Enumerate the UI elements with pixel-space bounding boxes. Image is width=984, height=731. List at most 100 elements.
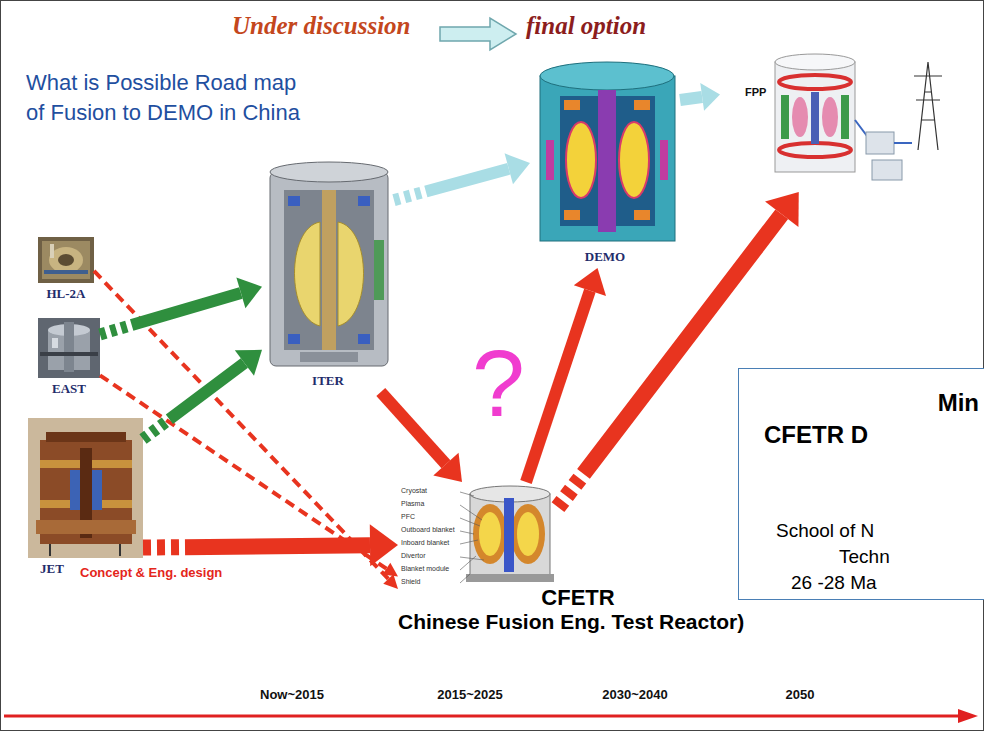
iter-cutaway — [295, 222, 321, 326]
east-photo — [40, 352, 98, 356]
cfetr-cutaway — [466, 574, 554, 582]
power-plant — [792, 97, 808, 137]
leader-line — [460, 531, 474, 534]
part-label: Plasma — [401, 500, 424, 508]
roadmap-arrow — [143, 524, 398, 566]
iter-cutaway — [338, 222, 364, 326]
cfetr-cutaway — [511, 504, 545, 564]
phase-note: Concept & Eng. design — [80, 566, 222, 581]
power-plant — [866, 132, 894, 154]
east-photo — [64, 322, 74, 372]
node-label: FPP — [745, 86, 766, 99]
info-text: School of N — [776, 520, 874, 542]
arrow-head — [370, 524, 398, 566]
leader-line — [460, 505, 482, 520]
part-label: Outboard blanket — [401, 526, 455, 534]
leader-line — [460, 492, 474, 496]
part-label: PFC — [401, 513, 415, 521]
arrow-shaft — [680, 97, 702, 100]
leader-line — [460, 518, 480, 526]
iter-cutaway — [322, 190, 336, 350]
machine-node: FPP — [720, 42, 945, 192]
jet-photo — [28, 418, 143, 558]
power-plant — [775, 54, 942, 180]
node-label: CFETR — [541, 585, 614, 610]
hl2a-photo — [38, 237, 94, 283]
banner-arrow — [440, 18, 516, 50]
jet-photo — [119, 544, 121, 556]
iter-cutaway — [270, 162, 388, 182]
banner-text: final option — [526, 12, 646, 41]
machine-node: EAST — [38, 318, 100, 400]
arrow-head — [505, 153, 530, 184]
power-plant — [872, 160, 902, 180]
iter-cutaway — [270, 172, 388, 366]
demo-cutaway — [546, 140, 554, 180]
info-text: Techn — [839, 546, 890, 568]
east-photo — [38, 318, 100, 378]
machine-node: HL-2A — [38, 237, 94, 305]
arrow-shaft — [100, 293, 241, 335]
hl2a-photo — [49, 247, 83, 273]
hl2a-photo — [38, 237, 94, 283]
machine-node: DEMO — [530, 58, 680, 268]
east-photo — [38, 318, 100, 378]
node-label: JET — [40, 562, 64, 577]
power-plant — [841, 95, 849, 139]
cfetr-cutaway — [479, 512, 501, 556]
machine-node: ITER — [262, 158, 394, 392]
iter-cutaway — [358, 334, 370, 344]
leader-line — [460, 540, 478, 544]
power-plant — [775, 62, 855, 172]
node-label: EAST — [52, 382, 86, 397]
roadmap-arrow — [394, 153, 530, 200]
info-text: CFETR D — [764, 421, 868, 449]
iter-cutaway — [300, 352, 358, 362]
demo-cutaway — [540, 76, 675, 241]
roadmap-arrow — [94, 271, 398, 589]
iter-cutaway — [284, 190, 374, 350]
iter-cutaway — [288, 196, 300, 206]
power-plant — [811, 92, 819, 144]
part-label: Blanket module — [401, 565, 449, 573]
node-label: ITER — [312, 374, 344, 389]
iter-cutaway — [288, 334, 300, 344]
machine-node: JET — [28, 418, 143, 580]
roadmap-arrow — [100, 278, 262, 335]
demo-cutaway — [598, 90, 616, 232]
timeline-arrow — [4, 709, 978, 723]
iter-cutaway — [374, 240, 384, 300]
node-label: HL-2A — [47, 287, 86, 302]
demo-cutaway — [564, 210, 580, 220]
question-mark: ? — [472, 336, 525, 431]
demo-cutaway — [566, 122, 596, 198]
demo-cutaway — [660, 140, 668, 180]
hl2a-photo — [42, 241, 90, 279]
arrow-head — [235, 350, 262, 376]
arrow-head — [382, 563, 398, 577]
info-text: 26 -28 Ma — [791, 572, 877, 594]
cfetr-cutaway — [517, 512, 539, 556]
demo-cutaway — [619, 122, 649, 198]
slide-title: What is Possible Road map of Fusion to D… — [26, 68, 318, 128]
part-label: Shield — [401, 578, 420, 586]
roadmap-arrow — [100, 375, 398, 576]
banner-arrow — [440, 18, 516, 50]
arrow-head — [236, 278, 262, 309]
power-plant — [914, 62, 942, 150]
power-plant — [822, 97, 838, 137]
timeline-label: 2030~2040 — [602, 688, 667, 703]
arrow-shaft — [526, 291, 590, 482]
timeline-arrow — [958, 709, 978, 723]
cfetr-cutaway — [470, 494, 550, 576]
jet-photo — [36, 520, 136, 534]
part-label: Inboard blanket — [401, 539, 449, 547]
part-label: Divertor — [401, 552, 426, 560]
roadmap-arrow — [381, 392, 462, 482]
roadmap-arrow — [680, 83, 720, 111]
leader-line — [460, 556, 476, 570]
jet-photo — [49, 544, 51, 556]
demo-cutaway — [634, 210, 650, 220]
jet-photo — [28, 418, 143, 558]
